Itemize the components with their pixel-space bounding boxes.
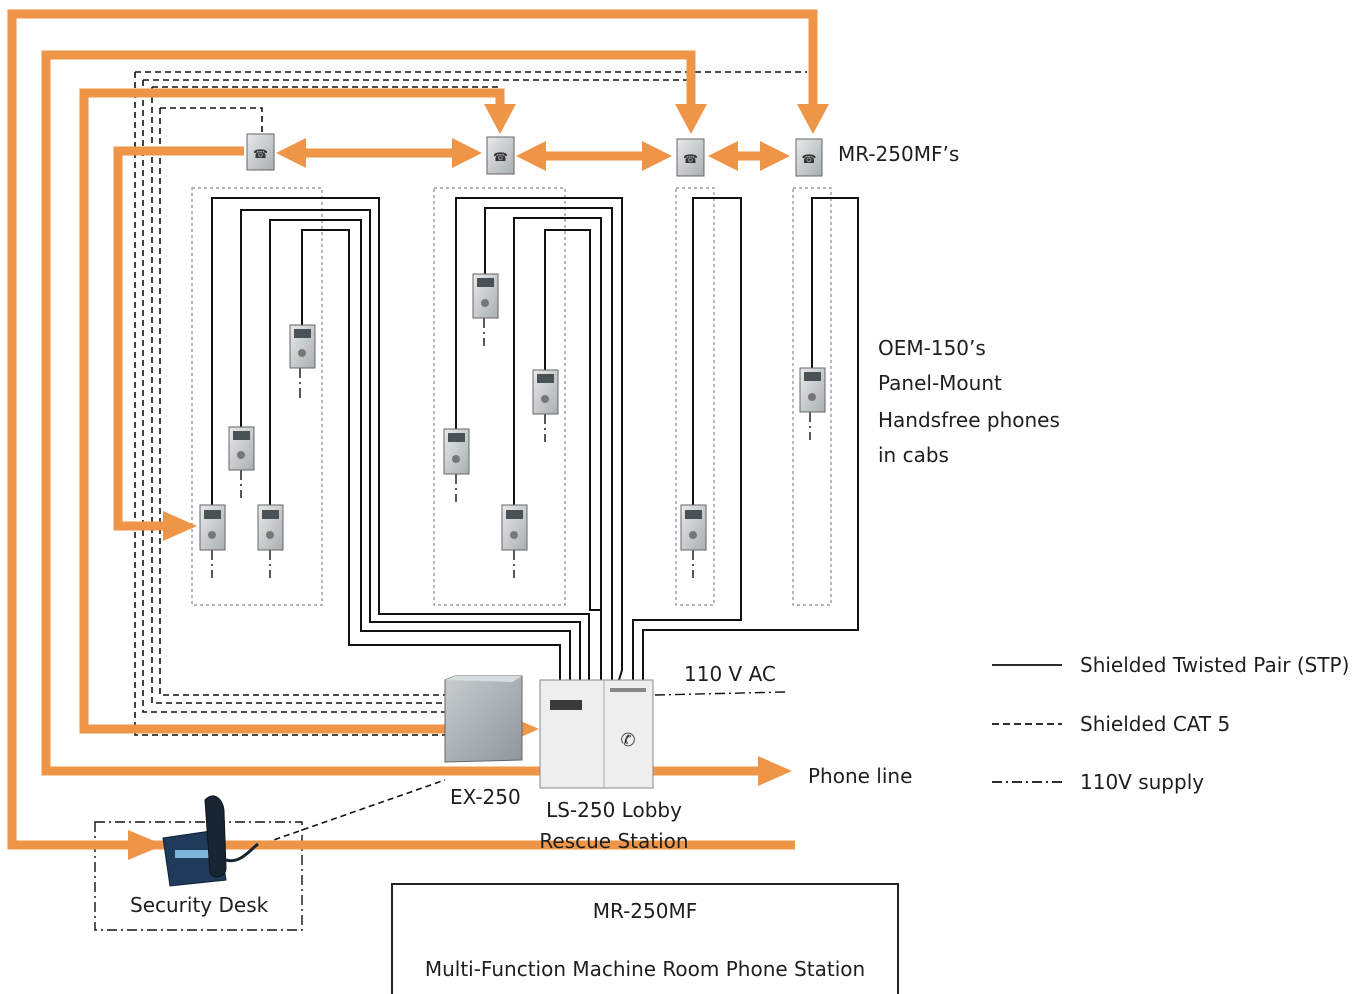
svg-text:☎: ☎ (683, 152, 698, 166)
arrow-to-mr2 (484, 104, 516, 134)
stp-wire-g1c (269, 219, 571, 680)
arrow-right-mr4 (760, 141, 790, 171)
info-box-title: MR-250MF (592, 899, 698, 923)
mr250mf-units: ☎ ☎ ☎ ☎ (246, 133, 823, 177)
cat5-wire-8 (134, 72, 445, 736)
arrow-right-mr2 (452, 138, 482, 168)
mr250mf-unit-3: ☎ (676, 138, 705, 177)
oem150-label-line-4: in cabs (878, 443, 949, 467)
stp-wire-g1d (301, 229, 561, 680)
stp-wire-g2b (484, 207, 613, 680)
oem-phone (472, 273, 499, 319)
stp-wire-g2c (513, 217, 602, 680)
arrow-left-mr3 (708, 141, 738, 171)
route-ls250-to-mr2 (79, 88, 510, 734)
arrow-to-security (128, 830, 164, 860)
cab-group-3-box (675, 187, 715, 606)
arrow-right-mr3 (642, 141, 672, 171)
oem-phone (199, 504, 226, 551)
ac-supply-line (654, 691, 786, 696)
info-box-description: Multi-Function Machine Room Phone Statio… (424, 957, 866, 981)
oem-phone (443, 428, 470, 475)
route-phoneline (41, 50, 765, 776)
oem-phone (289, 324, 316, 369)
orange-routes (7, 9, 818, 850)
oem-phone (257, 504, 284, 551)
ac-supply-label: 110 V AC (684, 662, 776, 686)
security-desk-box (94, 821, 303, 931)
stp-wires (211, 197, 859, 681)
arrow-to-mr4 (797, 104, 829, 134)
oem150-phones (199, 273, 826, 551)
stp-wire-g3 (632, 197, 742, 680)
phone-line-label: Phone line (808, 764, 913, 788)
mr250mf-unit-1: ☎ (246, 133, 275, 171)
svg-text:☎: ☎ (253, 147, 268, 161)
arrow-left-mr1 (276, 138, 306, 168)
oem150-label-line-2: Panel-Mount (878, 371, 1002, 395)
oem-phone (228, 426, 255, 471)
legend-label-cat5: Shielded CAT 5 (1080, 712, 1231, 736)
stp-wire-g4 (642, 197, 859, 680)
stp-wire-g2d (544, 229, 600, 611)
arrow-left-mr2 (516, 141, 546, 171)
legend-samples (992, 664, 1062, 783)
mr250mf-label: MR-250MF’s (838, 142, 960, 166)
oem-phone (532, 369, 559, 415)
cab-group-1-box (191, 187, 323, 606)
ls250-label-line-2: Rescue Station (539, 829, 689, 853)
stp-wire-g1b (240, 209, 581, 680)
stp-wire-g1a (211, 197, 590, 680)
ex250-label: EX-250 (450, 785, 521, 809)
ex250-unit (444, 675, 523, 763)
security-desk-label: Security Desk (130, 893, 269, 917)
ls250-label-line-1: LS-250 Lobby (546, 798, 682, 822)
oem-phone (501, 504, 528, 551)
supply-lines (94, 318, 811, 931)
oem-phone (799, 367, 826, 413)
ls250-unit: ✆ (539, 679, 654, 789)
mr250mf-unit-2: ☎ (486, 136, 515, 175)
cat5-wire-security (264, 779, 446, 844)
security-desk-phone (162, 795, 259, 887)
svg-text:☎: ☎ (493, 150, 508, 164)
stp-wire-g2a (455, 197, 623, 681)
arrow-to-cab (163, 511, 197, 541)
cat5-wire-4 (151, 87, 445, 704)
legend-label-stp: Shielded Twisted Pair (STP) (1080, 653, 1350, 677)
mr250mf-info-box: MR-250MF Multi-Function Machine Room Pho… (391, 883, 899, 994)
svg-text:☎: ☎ (802, 152, 817, 166)
svg-text:✆: ✆ (620, 730, 635, 751)
oem-phone (680, 504, 707, 551)
cat5-wire-6 (142, 80, 445, 713)
legend-label-110v: 110V supply (1080, 770, 1205, 794)
arrow-to-phoneline (758, 756, 792, 786)
mr250mf-unit-4: ☎ (795, 138, 823, 177)
cab-group-4-box (792, 187, 832, 606)
cab-group-boxes (191, 187, 832, 606)
arrow-to-mr3 (675, 104, 707, 134)
cab-group-2-box (433, 187, 566, 606)
oem150-label-line-1: OEM-150’s (878, 336, 986, 360)
cat5-wire-1 (160, 107, 263, 135)
route-mr1-to-cab (113, 146, 244, 531)
oem150-label-line-3: Handsfree phones (878, 408, 1060, 432)
route-security-to-mr4 (7, 9, 818, 850)
cat5-wire-2 (159, 108, 445, 696)
